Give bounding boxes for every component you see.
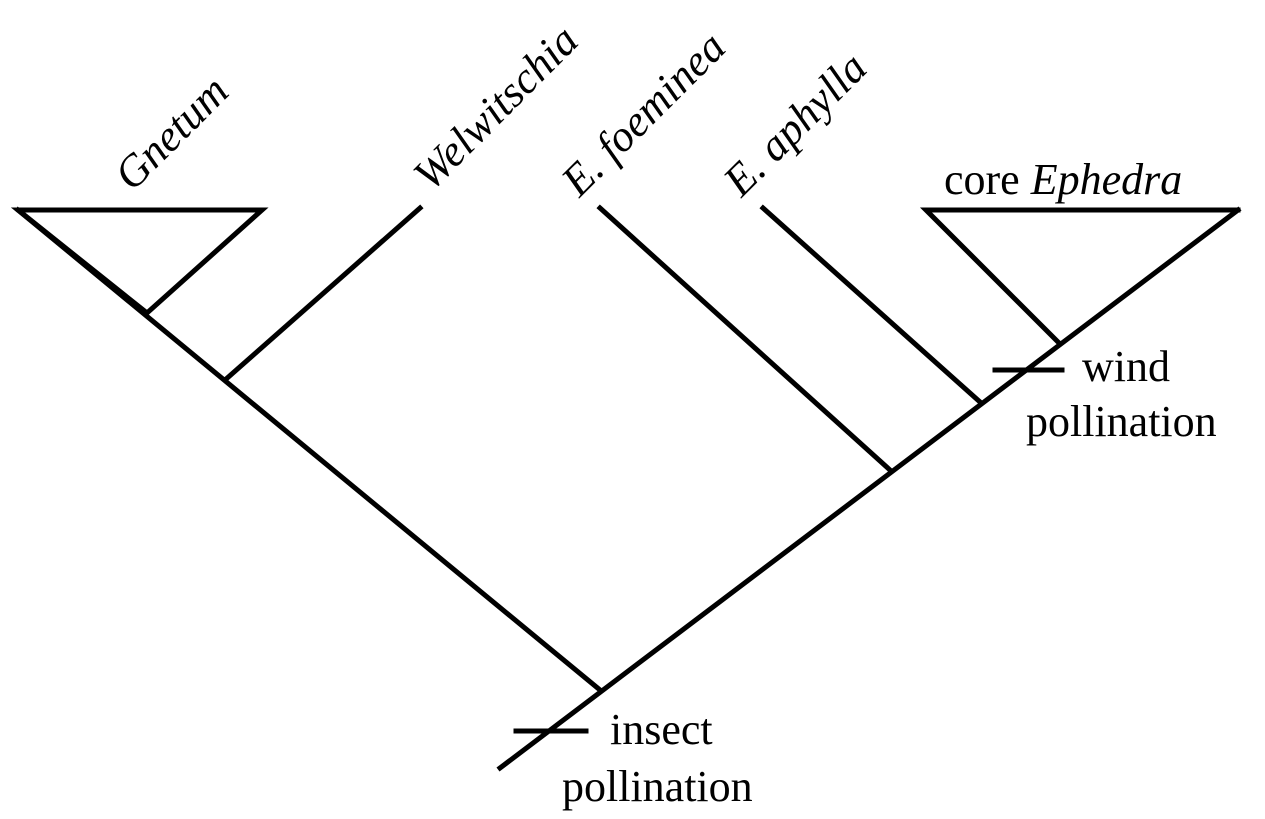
wind-trait-line2: pollination — [1026, 397, 1217, 446]
taxon-label-core-ephedra: core Ephedra — [944, 158, 1182, 202]
left-trunk-branch — [14, 206, 604, 694]
right-trunk-branch — [496, 206, 1242, 772]
wind-trait-line1: wind — [1082, 342, 1170, 391]
e-foeminea-branch — [596, 204, 894, 474]
e-aphylla-branch — [759, 204, 984, 406]
gnetum-clade-triangle — [10, 207, 269, 317]
insect-trait-line2: pollination — [562, 762, 753, 811]
core-ephedra-name: Ephedra — [1030, 155, 1183, 204]
insect-trait-line1: insect — [610, 705, 713, 754]
core-ephedra-clade-triangle — [919, 207, 1241, 346]
welwitschia-branch — [221, 204, 424, 384]
core-ephedra-prefix: core — [944, 155, 1020, 204]
